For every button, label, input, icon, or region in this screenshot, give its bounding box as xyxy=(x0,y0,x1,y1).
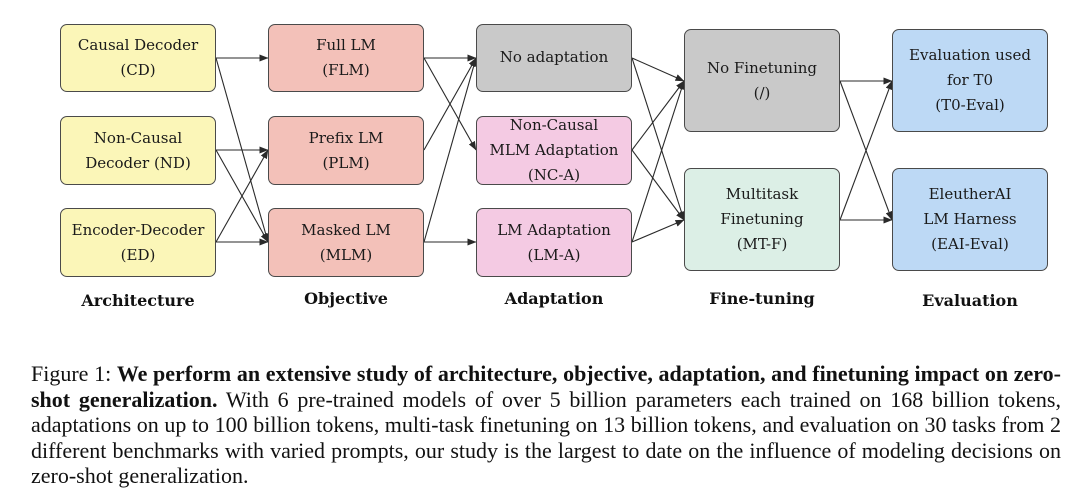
column-label-evaluation: Evaluation xyxy=(922,291,1018,310)
node-label-line: No Finetuning xyxy=(706,58,818,77)
node-label-line: No adaptation xyxy=(499,48,609,66)
node-label-line: (/) xyxy=(753,83,771,102)
edge-mlm-to-noa xyxy=(423,57,478,243)
edge-nca-to-mtf xyxy=(631,149,685,221)
node-label-line: (T0-Eval) xyxy=(935,96,1005,114)
node-mlm: Masked LM (MLM) xyxy=(268,208,424,277)
edge-plm-to-noa xyxy=(423,57,477,151)
node-eai: EleutherAI LM Harness (EAI-Eval) xyxy=(892,168,1048,271)
node-label-line: Non-Causal xyxy=(93,128,183,147)
node-label-line: Causal Decoder xyxy=(77,36,199,54)
node-label-line: (CD) xyxy=(120,61,156,79)
column-label-fine-tuning: Fine-tuning xyxy=(709,289,815,308)
node-label-line: (FLM) xyxy=(322,61,370,79)
node-lma: LM Adaptation (LM-A) xyxy=(476,208,632,277)
node-label-line: Finetuning xyxy=(720,210,804,228)
edge-lma-to-nof xyxy=(631,80,685,243)
node-label-line: MLM Adaptation xyxy=(489,141,619,159)
column-label-adaptation: Adaptation xyxy=(504,289,604,308)
node-label-line: Evaluation used xyxy=(909,46,1031,64)
node-label-line: Prefix LM xyxy=(308,128,384,147)
node-label-line: Multitask xyxy=(725,185,799,203)
figure-caption: Figure 1: We perform an extensive study … xyxy=(31,361,1061,489)
caption-prefix: Figure 1: xyxy=(31,361,117,386)
edge-noa-to-mtf xyxy=(631,57,685,221)
node-label-line: for T0 xyxy=(946,71,994,89)
column-label-objective: Objective xyxy=(304,289,388,308)
node-label-line: (LM-A) xyxy=(527,245,581,264)
edge-lma-to-mtf xyxy=(631,219,685,243)
caption-body: With 6 pre-trained models of over 5 bill… xyxy=(31,386,1061,489)
node-label-line: Encoder-Decoder xyxy=(71,220,205,239)
edge-mtf-to-t0e xyxy=(839,80,893,221)
edge-nca-to-nof xyxy=(631,80,685,151)
node-label-line: (MT-F) xyxy=(736,235,788,253)
node-ed: Encoder-Decoder (ED) xyxy=(60,208,216,277)
edge-noa-to-nof xyxy=(631,57,685,82)
node-label-line: EleutherAI xyxy=(928,185,1012,203)
node-label-line: LM Adaptation xyxy=(497,220,611,239)
node-label-line: (PLM) xyxy=(322,153,370,172)
node-cd: Causal Decoder (CD) xyxy=(60,24,216,92)
node-label-line: Masked LM xyxy=(301,220,391,239)
node-flm: Full LM (FLM) xyxy=(268,24,424,92)
arrows-layer xyxy=(215,54,893,246)
column-label-architecture: Architecture xyxy=(81,291,195,310)
edge-ed-to-plm xyxy=(215,149,269,243)
node-label-line: Full LM xyxy=(316,36,376,54)
node-label-line: Non-Causal xyxy=(509,116,599,134)
node-label-line: LM Harness xyxy=(923,210,1017,228)
node-nof: No Finetuning (/) xyxy=(684,29,840,132)
node-label-line: Decoder (ND) xyxy=(85,153,191,172)
node-label-line: (ED) xyxy=(120,245,156,264)
node-noa: No adaptation xyxy=(476,24,632,92)
caption-bold-summary: We perform an extensive study of archite… xyxy=(31,361,1061,412)
node-label-line: (MLM) xyxy=(319,245,373,264)
node-label-line: (EAI-Eval) xyxy=(931,235,1009,253)
node-label-line: (NC-A) xyxy=(527,166,581,184)
node-plm: Prefix LM (PLM) xyxy=(268,116,424,185)
node-t0e: Evaluation used for T0 (T0-Eval) xyxy=(892,29,1048,132)
